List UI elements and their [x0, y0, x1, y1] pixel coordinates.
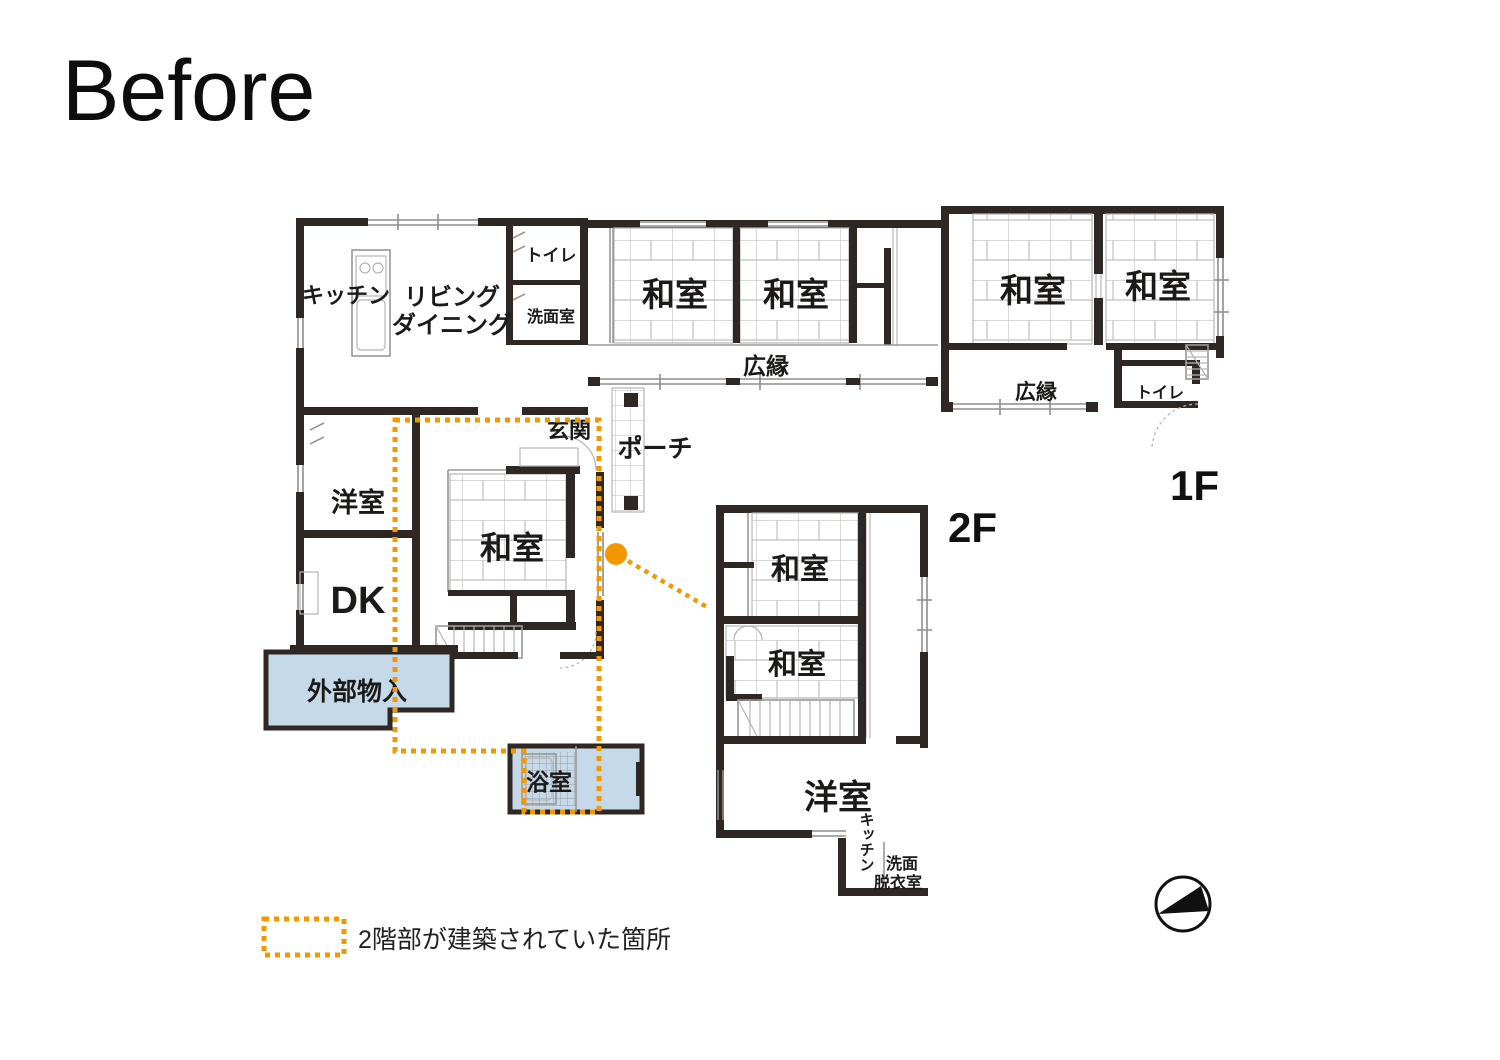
legend-dotted-swatch [261, 916, 347, 958]
kitchen-counter-icon [351, 249, 391, 357]
label-living-line1: リビング [404, 284, 500, 311]
label-storage: 外部物入 [307, 677, 407, 706]
legend-text: 2階部が建築されていた箇所 [358, 926, 671, 954]
label-floor-2f: 2F [948, 504, 997, 551]
label-toilet-a: トイレ [526, 246, 577, 265]
label-kitchen-1f: キッチン [302, 283, 390, 308]
label-hiroen-b: 広縁 [1015, 380, 1057, 404]
room-bath: 浴室 [507, 743, 645, 815]
label-living-line2: ダイニング [392, 311, 512, 339]
label-f2-washroom-line2: 脱衣室 [874, 873, 922, 892]
label-dk: DK [331, 580, 386, 622]
label-washitsu-e: 和室 [480, 530, 544, 566]
f1-right-block: 和室 和室 広縁 トイレ [941, 206, 1229, 451]
label-washitsu-c: 和室 [1000, 272, 1066, 309]
label-washitsu-b: 和室 [763, 276, 829, 313]
f1-center-wing: 和室 和室 広縁 [588, 220, 944, 390]
f1-living-block: キッチン リビング ダイニング トイレ 洗面室 [296, 214, 588, 415]
label-toilet-b: トイレ [1136, 385, 1184, 402]
f1-lower-left-wing: 洋室 DK 和室 玄関 [263, 387, 693, 815]
label-porch: ポーチ [617, 434, 692, 463]
second-floor-footprint-overlay [392, 417, 709, 815]
stairs-1f-right [1185, 344, 1209, 380]
room-storage: 外部物入 [263, 645, 458, 731]
label-bath: 浴室 [526, 769, 572, 795]
legend: 2階部が建築されていた箇所 [261, 916, 671, 958]
label-f2-washitsu-b: 和室 [768, 647, 826, 681]
label-floor-1f: 1F [1170, 462, 1219, 509]
label-hiroen-a: 広縁 [743, 353, 789, 379]
stairs-2f [737, 699, 855, 739]
label-washitsu-d: 和室 [1125, 268, 1191, 305]
callout-dot [605, 543, 627, 565]
label-yoshitsu-1f: 洋室 [331, 487, 385, 518]
label-f2-kitchen: キッチン [858, 812, 875, 872]
label-washroom-1f: 洗面室 [527, 307, 575, 326]
label-washitsu-a: 和室 [642, 276, 708, 313]
north-arrow-icon [1154, 875, 1212, 933]
label-f2-washitsu-a: 和室 [771, 552, 829, 586]
label-f2-washroom-line1: 洗面 [886, 854, 918, 873]
f2-block: 和室 和室 洋室 キッチン 洗面 脱衣室 [716, 505, 932, 896]
page-title: Before [62, 43, 315, 139]
porch-tiles [611, 387, 645, 513]
label-f2-yoshitsu: 洋室 [804, 778, 872, 817]
